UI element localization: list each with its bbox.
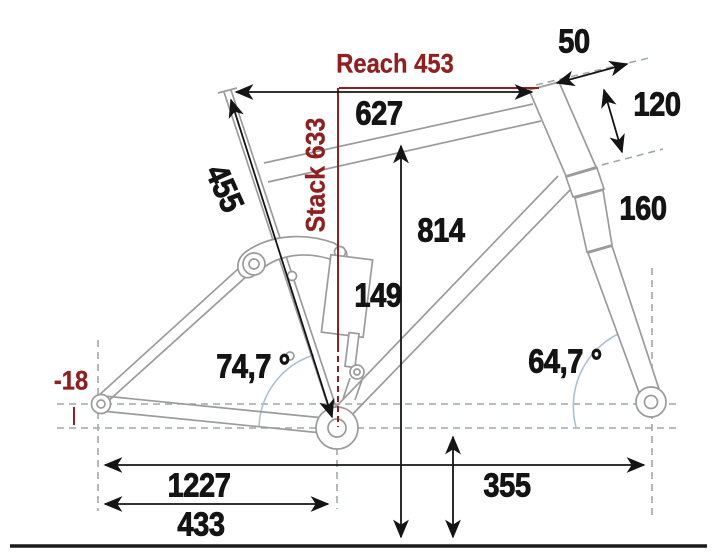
- head-angle-arc: [572, 333, 619, 428]
- label-stack: Stack 633: [300, 117, 331, 233]
- fork-crown: [564, 166, 606, 199]
- head-tube-top-guide: [535, 57, 650, 86]
- label-chainstay-433: 433: [177, 505, 225, 543]
- label-top-tube-627: 627: [355, 94, 403, 132]
- shock-bottom-eyelet-bolt: [353, 368, 361, 376]
- label-wheelbase-1227: 1227: [167, 466, 231, 504]
- chainstay-lower-line: [101, 410, 323, 434]
- seat-tube-arrow: [228, 98, 335, 419]
- label-standover-814: 814: [417, 211, 465, 249]
- label-dim-149: 149: [354, 276, 402, 314]
- label-dim-50: 50: [558, 22, 591, 60]
- bike-frame: [90, 80, 667, 450]
- fork-stanchion: [573, 188, 613, 254]
- rear-axle: [96, 399, 106, 409]
- dim-50-arrow: [555, 60, 629, 87]
- rocker-main-pivot-bolt: [248, 258, 260, 270]
- label-seat-angle: 74,7 °: [216, 347, 291, 385]
- down-tube-upper-line: [330, 175, 559, 413]
- down-tube-lower-line: [346, 188, 572, 421]
- label-reach: Reach 453: [336, 48, 454, 79]
- dashed-guides: [57, 57, 679, 516]
- shock-bottom-eyelet: [349, 364, 365, 380]
- head-tube-arrow: [601, 88, 625, 154]
- front-axle: [643, 394, 659, 410]
- measurement-arrows: [103, 60, 646, 539]
- shock-shaft: [344, 331, 360, 369]
- label-head-tube-120: 120: [633, 85, 681, 123]
- label-head-angle: 64,7 °: [528, 342, 603, 380]
- shock-mount-line-left: [342, 377, 351, 400]
- label-bb-drop: -18: [53, 365, 89, 396]
- shock-mount-line-right: [354, 376, 364, 401]
- seatpost-cap: [217, 87, 238, 94]
- label-bb-height-355: 355: [483, 466, 531, 504]
- seatstay-upper-line: [96, 258, 250, 398]
- label-dim-160: 160: [619, 189, 667, 227]
- head-tube: [527, 80, 598, 178]
